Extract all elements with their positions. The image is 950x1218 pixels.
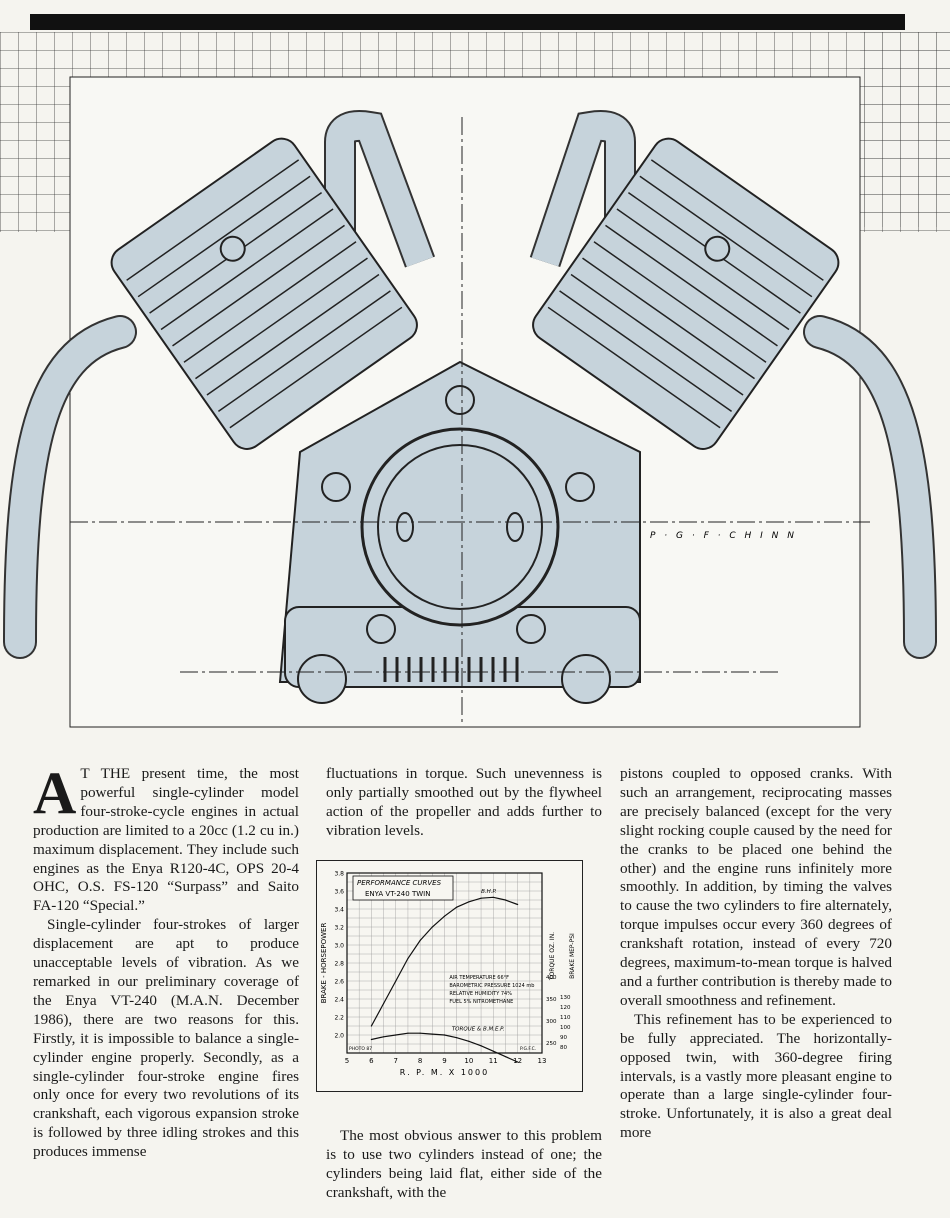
test-condition: BAROMETRIC PRESSURE 1024 mb (449, 983, 534, 989)
series-label: TORQUE & B.M.E.P. (452, 1027, 505, 1033)
y-axis-label: BRAKE - HORSEPOWER (320, 923, 328, 1004)
paragraph: This refinement has to be experienced to… (620, 1010, 892, 1142)
x-tick-label: 10 (464, 1057, 473, 1065)
chart-title: PERFORMANCE CURVES (357, 879, 442, 887)
article-column-2: fluctuations in torque. Such unevenness … (326, 765, 602, 841)
x-tick-label: 13 (538, 1057, 547, 1065)
y-axis-label-bmep: BRAKE MEP-PSI (569, 933, 576, 979)
data-point (468, 901, 470, 903)
drop-cap: A (33, 760, 77, 826)
x-tick-label: 8 (418, 1057, 422, 1065)
y-tick-label: 2.2 (334, 1015, 344, 1022)
x-tick-label: 12 (513, 1057, 522, 1065)
data-point (370, 1025, 372, 1027)
bmep-tick-label: 100 (560, 1025, 571, 1031)
data-point (419, 1032, 421, 1034)
corner-label: PHOTO 87 (349, 1046, 372, 1052)
y-tick-label: 3.6 (334, 889, 344, 896)
data-point (517, 1061, 519, 1063)
data-point (492, 1050, 494, 1052)
data-point (480, 1045, 482, 1047)
data-point (517, 903, 519, 906)
data-point (407, 1032, 409, 1034)
data-point (382, 1036, 385, 1038)
title-box (352, 875, 454, 901)
artist-signature: P · G · F · C H I N N (650, 531, 797, 541)
torque-tick-label: 350 (546, 997, 557, 1003)
data-point (504, 899, 507, 901)
paragraph: fluctuations in torque. Such unevenness … (326, 765, 602, 839)
y-tick-label: 3.8 (334, 871, 344, 878)
header-rule (30, 14, 905, 30)
data-point (480, 897, 482, 899)
y-axis-label-torque: TORQUE OZ. IN. (549, 932, 556, 981)
article-column-3: pistons coupled to opposed cranks. With … (620, 765, 892, 1143)
test-condition: AIR TEMPERATURE 66°F (449, 975, 509, 981)
y-tick-label: 3.0 (334, 943, 344, 950)
paragraph: pistons coupled to opposed cranks. With … (620, 765, 892, 1009)
grid-backdrop-right (860, 32, 950, 227)
bmep-tick-label: 120 (560, 1005, 571, 1011)
bmep-tick-label: 130 (560, 995, 571, 1001)
torque-tick-label: 250 (546, 1041, 557, 1047)
data-point (395, 1034, 397, 1036)
data-point (504, 1056, 507, 1058)
bmep-tick-label: 90 (560, 1035, 567, 1041)
data-point (407, 957, 409, 960)
data-point (443, 915, 446, 917)
torque-tick-label: 400 (546, 975, 557, 981)
data-point (468, 1040, 470, 1042)
data-point (456, 906, 458, 908)
test-condition: RELATIVE HUMIDITY 74% (449, 991, 512, 997)
x-tick-label: 6 (369, 1057, 374, 1065)
data-point (431, 1033, 433, 1035)
paragraph: Single-cylinder four-strokes of larger d… (33, 916, 299, 1161)
performance-chart: 5 6 7 8 9 10 11 12 13 2.0 2.2 2.4 2.6 2.8 3.0 3.2 3.4 3.6… (316, 860, 583, 1092)
engine-drawing: P · G · F · C H I N N (0, 32, 950, 728)
y-tick-label: 2.8 (334, 961, 344, 968)
x-tick-label: 9 (442, 1057, 446, 1065)
data-point (419, 939, 421, 942)
data-point (431, 926, 433, 928)
plot-frame (346, 872, 543, 1054)
data-point (456, 1037, 458, 1039)
bmep-tick-label: 80 (560, 1045, 567, 1051)
paragraph: The most obvious answer to this problem … (326, 1127, 602, 1201)
series-label: B.H.P. (481, 889, 497, 895)
y-tick-label: 3.4 (334, 907, 344, 914)
cylinder-left (110, 137, 418, 450)
article-column-2-lower: The most obvious answer to this problem … (326, 1112, 602, 1218)
y-tick-label: 3.2 (334, 925, 344, 932)
data-point (382, 1002, 385, 1005)
paragraph: T THE present time, the most powerful si… (33, 765, 299, 915)
data-point (492, 896, 494, 898)
data-point (370, 1038, 372, 1041)
torque-tick-label: 300 (546, 1019, 557, 1025)
y-tick-label: 2.0 (334, 1033, 344, 1040)
x-tick-label: 5 (345, 1057, 349, 1065)
corner-label: P.G.F.C. (520, 1046, 536, 1052)
cylinder-right (532, 137, 840, 450)
x-tick-label: 7 (394, 1057, 398, 1065)
x-tick-label: 11 (489, 1057, 498, 1065)
chart-subtitle: ENYA VT-240 TWIN (365, 890, 430, 898)
y-tick-label: 2.4 (334, 997, 344, 1004)
data-point (395, 980, 397, 982)
x-axis-label: R. P. M. X 1000 (400, 1068, 489, 1077)
data-point (443, 1034, 446, 1036)
bmep-tick-label: 110 (560, 1015, 571, 1021)
y-tick-label: 2.6 (334, 979, 344, 986)
test-condition: FUEL 5% NITROMETHANE (449, 999, 513, 1005)
